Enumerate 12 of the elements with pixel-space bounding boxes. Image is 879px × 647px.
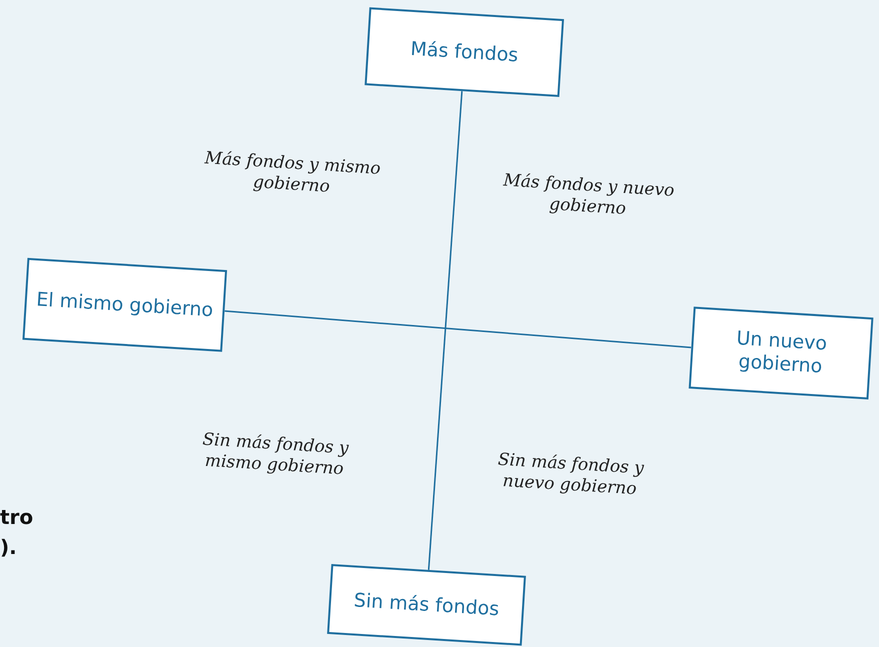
quadrant-label: Más fondos y nuevo gobierno xyxy=(502,170,676,222)
axis-line xyxy=(224,310,692,348)
process-box: Un nuevo gobierno xyxy=(688,306,874,400)
process-box: El mismo gobierno xyxy=(22,258,228,352)
process-box: Más fondos xyxy=(364,7,564,98)
axis-line xyxy=(428,91,463,570)
text-fragment: ). xyxy=(0,535,17,559)
quadrant-label: Más fondos y mismo gobierno xyxy=(203,148,382,200)
text-fragment: tro xyxy=(0,505,34,529)
process-box: Sin más fondos xyxy=(327,564,526,646)
quadrant-label: Sin más fondos y nuevo gobierno xyxy=(496,448,646,502)
quadrant-label: Sin más fondos y mismo gobierno xyxy=(201,428,350,482)
